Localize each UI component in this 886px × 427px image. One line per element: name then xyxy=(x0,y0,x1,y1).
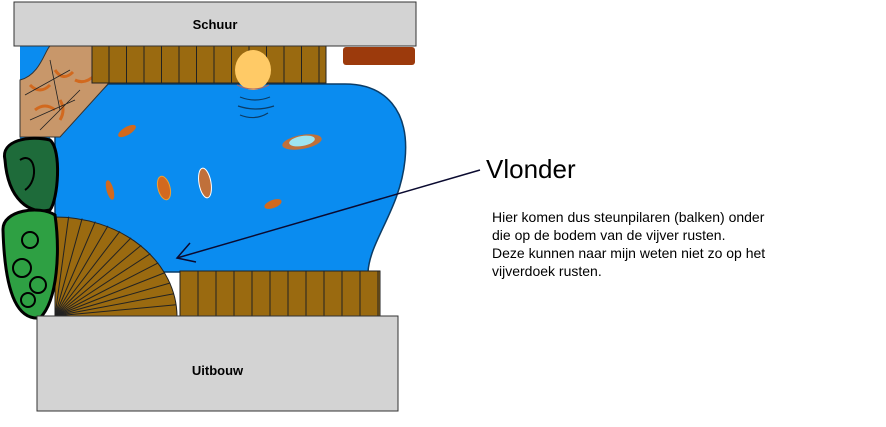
extension-label: Uitbouw xyxy=(191,363,244,378)
note-line: die op de bodem van de vijver rusten. xyxy=(492,227,726,243)
plank-line xyxy=(54,218,83,317)
hedge xyxy=(1,136,60,320)
plank-line xyxy=(54,293,175,317)
note-text: Hier komen dus steunpilaren (balken) ond… xyxy=(492,208,765,280)
note-line: Hier komen dus steunpilaren (balken) ond… xyxy=(492,209,765,225)
bottom-deck xyxy=(179,270,381,317)
plank-line xyxy=(54,262,159,317)
top-deck xyxy=(91,45,327,84)
shed xyxy=(13,1,417,47)
koi-fish xyxy=(105,124,322,209)
bench xyxy=(343,47,415,65)
plank-line xyxy=(54,282,171,317)
arrow xyxy=(175,169,481,263)
plank-line xyxy=(54,253,151,317)
plank-line xyxy=(54,237,132,317)
note-line: Deze kunnen naar mijn weten niet zo op h… xyxy=(492,245,766,261)
pond xyxy=(54,83,407,273)
ripples xyxy=(237,96,275,119)
shed-label: Schuur xyxy=(192,17,238,32)
plank-line xyxy=(54,272,166,317)
plank-line xyxy=(54,216,70,317)
plank-line xyxy=(54,225,109,317)
extension xyxy=(36,315,399,412)
lantern xyxy=(235,50,271,90)
plank-line xyxy=(54,304,177,317)
round-deck xyxy=(54,216,178,317)
plank-line xyxy=(54,221,96,317)
note-line: vijverdoek rusten. xyxy=(492,263,602,279)
plank-line xyxy=(54,231,121,317)
deck-label: Vlonder xyxy=(486,154,576,184)
stone-pattern xyxy=(28,69,97,121)
plank-line xyxy=(54,244,142,317)
